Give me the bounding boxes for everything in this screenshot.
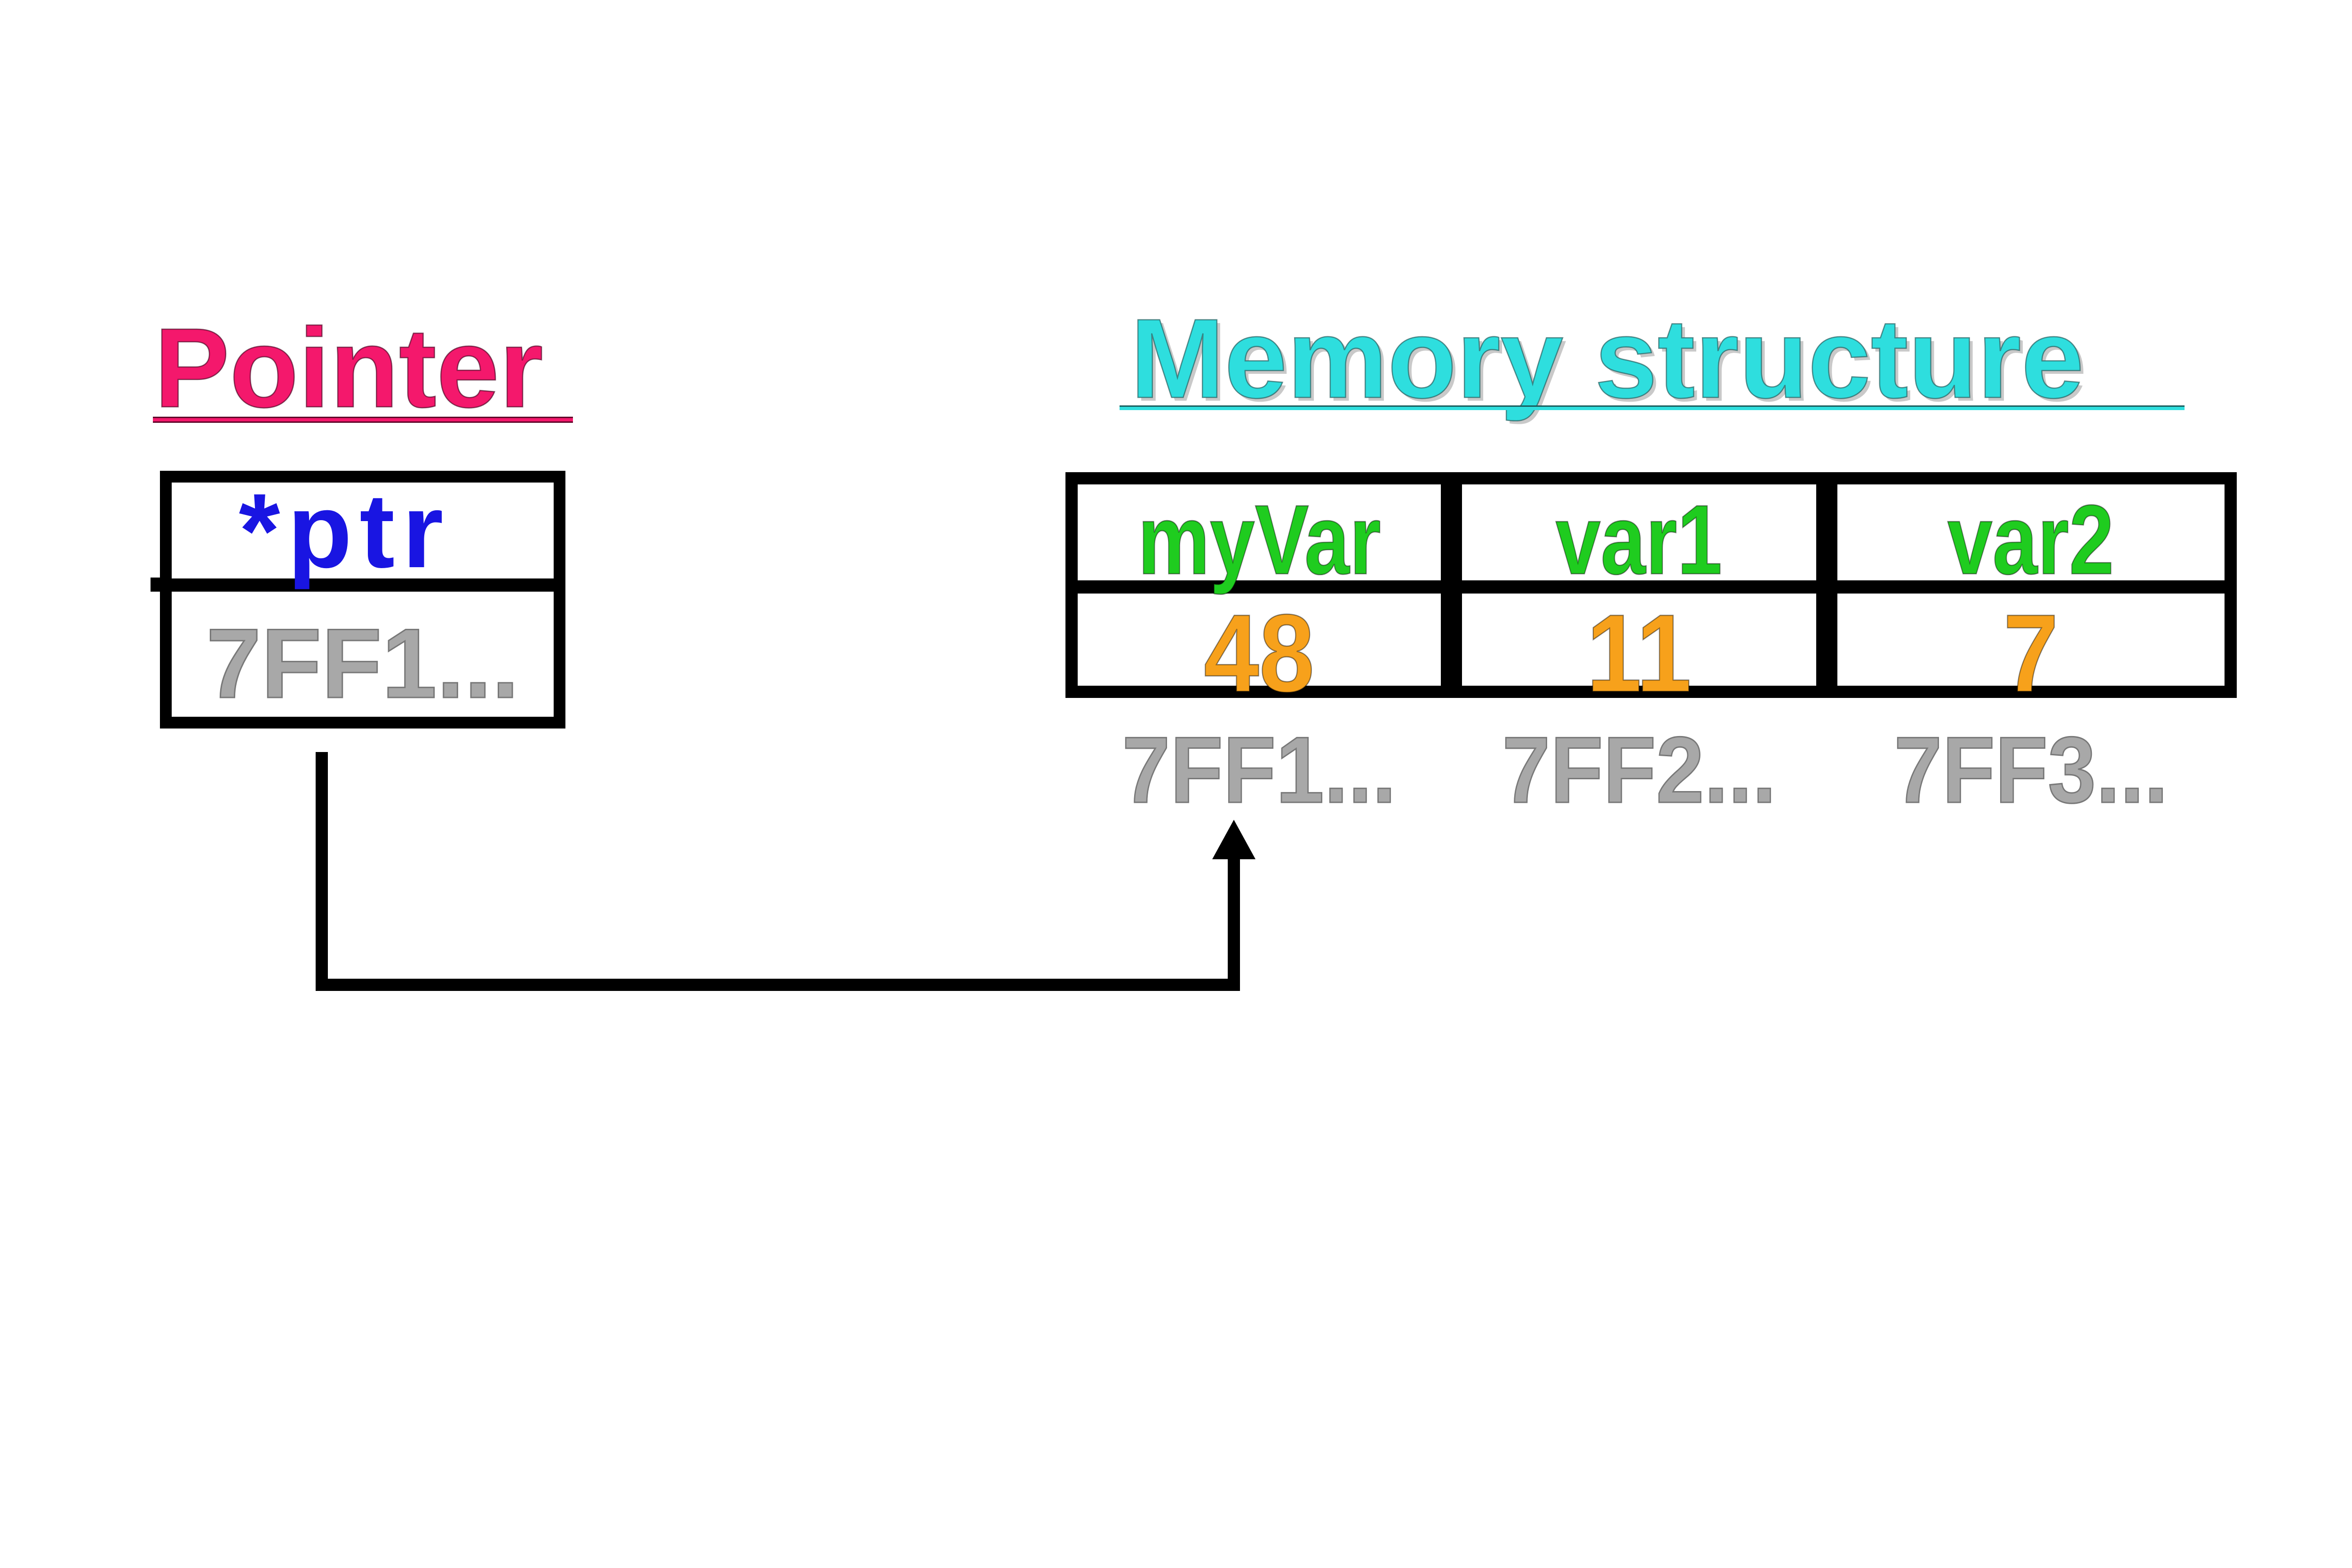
- arrow-down-segment: [316, 752, 328, 991]
- memory-cell-myvar: myVar 48: [1078, 484, 1441, 709]
- pointer-address-cell: 7FF1...: [172, 592, 554, 717]
- memory-row-divider: [1078, 580, 1441, 594]
- memory-address-value: 7FF1...: [1121, 718, 1397, 823]
- memory-value-cell: 11: [1462, 594, 1816, 709]
- memory-name-cell: myVar: [1078, 484, 1441, 590]
- pointer-box-divider-tick: [151, 578, 161, 592]
- memory-title: Memory structure: [1130, 295, 2085, 421]
- memory-address-row: 7FF1... 7FF2... 7FF3...: [1065, 718, 2237, 823]
- memory-row-divider: [1462, 580, 1816, 594]
- pointer-title-underline: [153, 417, 573, 423]
- memory-value-label: 48: [1203, 591, 1315, 715]
- memory-name-label: var2: [1947, 484, 2114, 595]
- arrow-across-segment: [316, 979, 1240, 991]
- pointer-address-value: 7FF1...: [206, 608, 520, 719]
- pointer-variable-label: *ptr: [238, 471, 451, 590]
- pointer-title: Pointer: [154, 305, 544, 431]
- pointer-box-divider: [172, 578, 554, 592]
- memory-row-divider: [1837, 580, 2225, 594]
- arrow-head-icon: [1212, 820, 1255, 859]
- memory-cell-var1: var1 11: [1462, 484, 1816, 709]
- pointer-variable-cell: *ptr: [172, 477, 554, 583]
- memory-value-label: 11: [1586, 591, 1692, 715]
- memory-cell-var2: var2 7: [1837, 484, 2225, 709]
- pointer-box: *ptr 7FF1...: [160, 471, 565, 729]
- memory-value-cell: 7: [1837, 594, 2225, 709]
- memory-name-label: myVar: [1137, 484, 1381, 595]
- memory-address-slot: 7FF3...: [1837, 718, 2225, 823]
- memory-address-slot: 7FF2...: [1462, 718, 1816, 823]
- memory-table: myVar 48 var1 11 var2 7: [1065, 472, 2237, 709]
- memory-value-cell: 48: [1078, 594, 1441, 709]
- memory-name-cell: var2: [1837, 484, 2225, 590]
- memory-title-underline: [1120, 405, 2185, 410]
- memory-name-label: var1: [1555, 484, 1723, 595]
- memory-address-value: 7FF3...: [1893, 718, 2169, 823]
- memory-value-label: 7: [2003, 591, 2059, 715]
- memory-address-slot: 7FF1...: [1078, 718, 1441, 823]
- memory-name-cell: var1: [1462, 484, 1816, 590]
- arrow-up-segment: [1228, 856, 1240, 991]
- memory-address-value: 7FF2...: [1502, 718, 1777, 823]
